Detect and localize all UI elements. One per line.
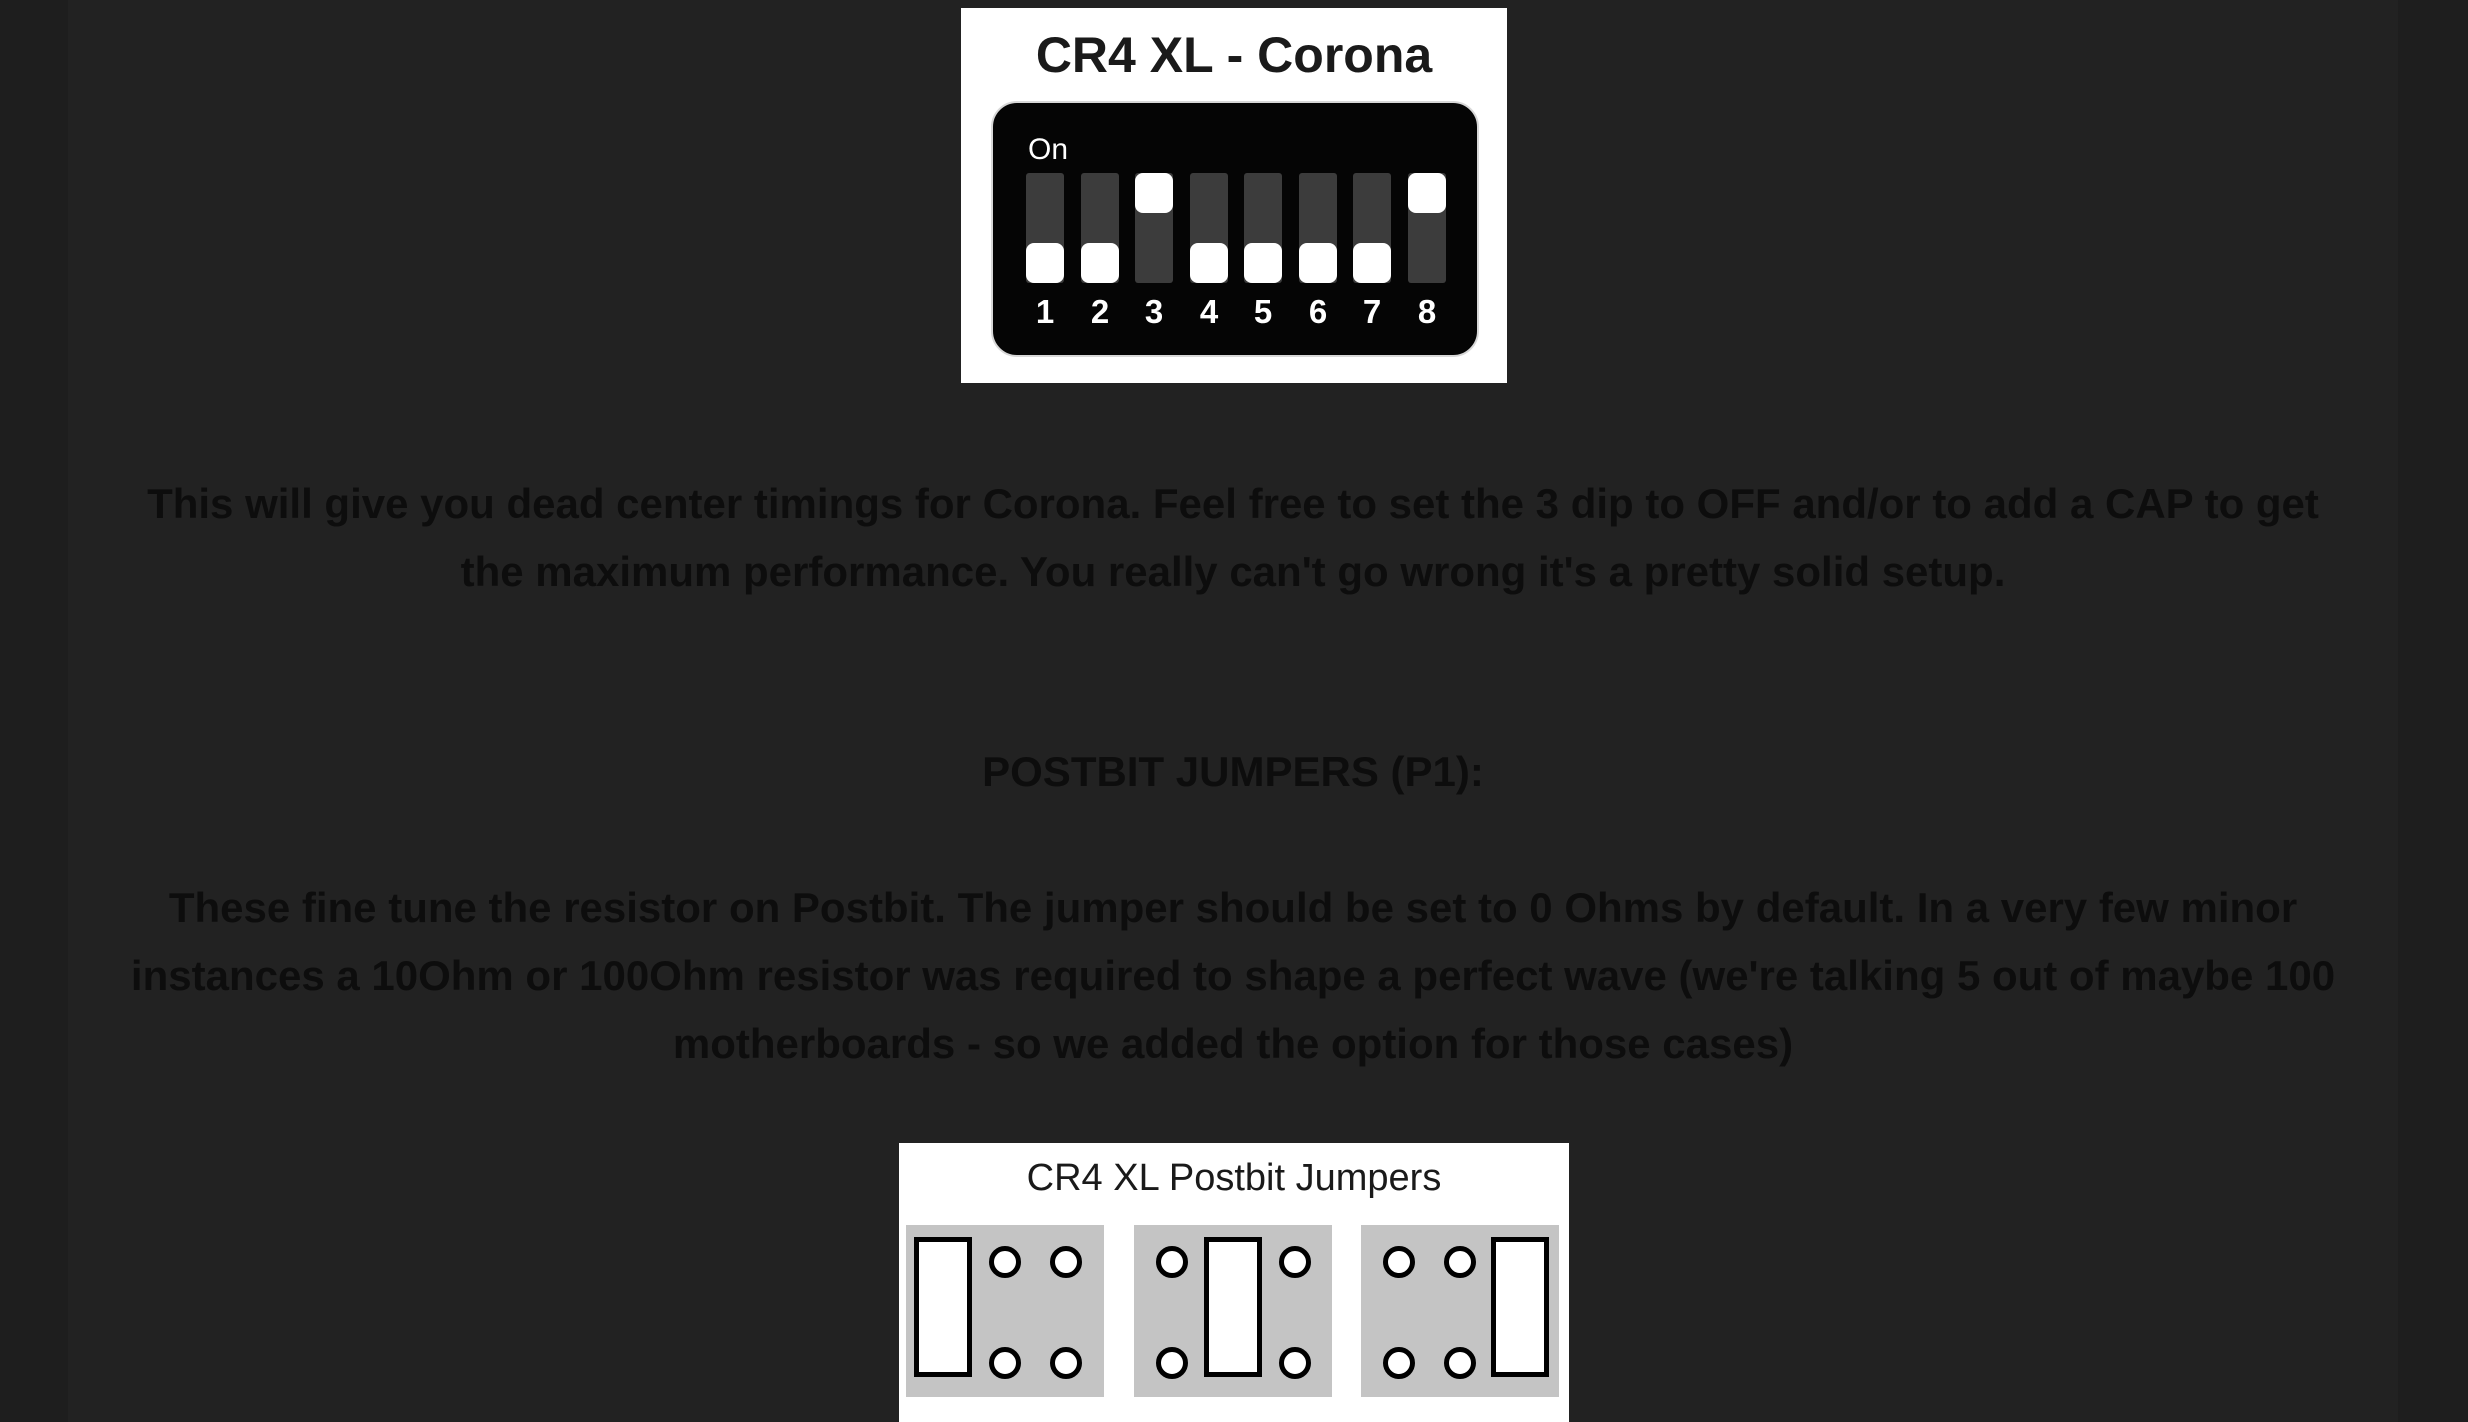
corona-description-line-2: the maximum performance. You really can'…: [460, 548, 2006, 595]
dip-switch-number: 8: [1417, 293, 1437, 330]
dip-switch-knob: [1353, 243, 1391, 283]
jumper-figure: CR4 XL Postbit Jumpers: [899, 1143, 1569, 1422]
dip-switch-number: 4: [1199, 293, 1219, 330]
dip-switch-number: 2: [1090, 293, 1110, 330]
dip-switch-knob: [1081, 243, 1119, 283]
jumper-cap: [914, 1237, 972, 1377]
corona-description: This will give you dead center timings f…: [68, 470, 2398, 606]
dip-switch-number: 1: [1035, 293, 1055, 330]
jumper-pin: [989, 1246, 1021, 1278]
dip-on-label: On: [1028, 133, 1069, 166]
dip-switch-number: 7: [1362, 293, 1382, 330]
jumper-pin: [1444, 1246, 1476, 1278]
dip-switch-8: [1408, 173, 1446, 283]
dip-figure-title: CR4 XL - Corona: [1035, 27, 1433, 83]
jumper-pin: [1279, 1347, 1311, 1379]
jumper-pin: [1156, 1246, 1188, 1278]
jumper-cap: [1491, 1237, 1549, 1377]
jumper-figure-title: CR4 XL Postbit Jumpers: [1026, 1157, 1442, 1199]
dip-switch-4: [1190, 173, 1228, 283]
dip-switch-number: 3: [1144, 293, 1164, 330]
jumper-pin: [1156, 1347, 1188, 1379]
dip-switch-knob: [1026, 243, 1064, 283]
section-heading: POSTBIT JUMPERS (P1):: [982, 748, 1484, 795]
jumper-block-1: [906, 1225, 1104, 1397]
dip-switch-5: [1244, 173, 1282, 283]
dip-switch-knob: [1135, 173, 1173, 213]
jumper-cap: [1204, 1237, 1262, 1377]
jumper-pin: [1383, 1347, 1415, 1379]
dip-switch-2: [1081, 173, 1119, 283]
dip-switch-7: [1353, 173, 1391, 283]
dip-switch-knob: [1408, 173, 1446, 213]
dip-switch-knob: [1190, 243, 1228, 283]
postbit-description: These fine tune the resistor on Postbit.…: [68, 874, 2398, 1078]
dip-switch-1: [1026, 173, 1064, 283]
corona-description-line-1: This will give you dead center timings f…: [147, 480, 2319, 527]
dip-switch-knob: [1244, 243, 1282, 283]
jumper-pin: [1050, 1347, 1082, 1379]
jumper-pin: [1444, 1347, 1476, 1379]
jumper-pin: [1279, 1246, 1311, 1278]
jumper-pin: [989, 1347, 1021, 1379]
postbit-description-line-2: instances a 10Ohm or 100Ohm resistor was…: [130, 952, 2336, 999]
dip-switch-number: 5: [1253, 293, 1273, 330]
jumper-block-2: [1134, 1225, 1332, 1397]
postbit-description-line-3: motherboards - so we added the option fo…: [672, 1020, 1794, 1067]
jumper-pin: [1383, 1246, 1415, 1278]
dip-switch-number: 6: [1308, 293, 1328, 330]
dip-switch-3: [1135, 173, 1173, 283]
dip-switch-knob: [1299, 243, 1337, 283]
postbit-description-line-1: These fine tune the resistor on Postbit.…: [168, 884, 2298, 931]
dip-switch-6: [1299, 173, 1337, 283]
jumper-block-3: [1361, 1225, 1559, 1397]
jumper-pin: [1050, 1246, 1082, 1278]
